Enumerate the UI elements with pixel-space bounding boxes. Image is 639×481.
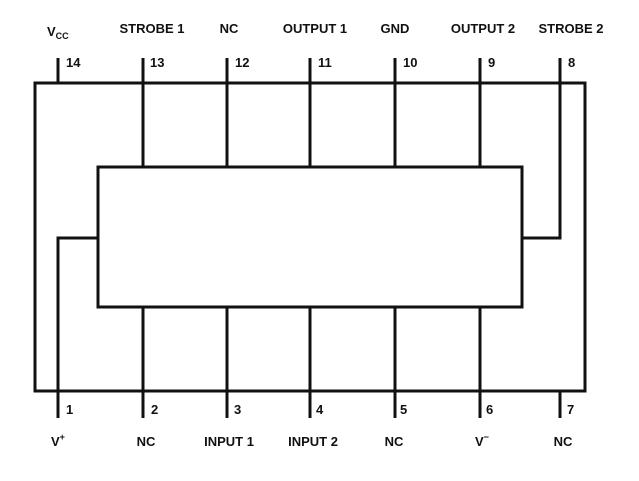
pin-3-number: 3 bbox=[234, 402, 241, 417]
pin-11-number: 11 bbox=[318, 55, 332, 70]
pin-6-name: V− bbox=[475, 432, 489, 449]
pin-7-name: NC bbox=[554, 434, 573, 449]
pin-1-number: 1 bbox=[66, 402, 73, 417]
pin-4-name: INPUT 2 bbox=[288, 434, 338, 449]
pin-11-name: OUTPUT 1 bbox=[283, 21, 347, 36]
pin-14-number: 14 bbox=[66, 55, 81, 70]
pin-1-lead bbox=[56, 236, 98, 418]
pin-8-lead bbox=[522, 58, 562, 240]
pin-9-number: 9 bbox=[488, 55, 495, 70]
pin-6-number: 6 bbox=[486, 402, 493, 417]
pin-7-number: 7 bbox=[567, 402, 574, 417]
pin-13-number: 13 bbox=[150, 55, 164, 70]
pin-5-name: NC bbox=[385, 434, 404, 449]
pin-5-number: 5 bbox=[400, 402, 407, 417]
pin-3-name: INPUT 1 bbox=[204, 434, 254, 449]
pin-14-name: VCC bbox=[47, 24, 69, 41]
pin-4-number: 4 bbox=[316, 402, 324, 417]
pin-2-name: NC bbox=[137, 434, 156, 449]
pin-12-name: NC bbox=[220, 21, 239, 36]
pin-10-name: GND bbox=[381, 21, 410, 36]
pin-8-number: 8 bbox=[568, 55, 575, 70]
pin-13-name: STROBE 1 bbox=[119, 21, 184, 36]
inner-chip-body bbox=[96, 165, 524, 309]
pin-2-number: 2 bbox=[151, 402, 158, 417]
pin-10-number: 10 bbox=[403, 55, 417, 70]
pin-8-name: STROBE 2 bbox=[538, 21, 603, 36]
pin-9-name: OUTPUT 2 bbox=[451, 21, 515, 36]
pin-12-number: 12 bbox=[235, 55, 249, 70]
pin-1-name: V+ bbox=[51, 432, 65, 449]
